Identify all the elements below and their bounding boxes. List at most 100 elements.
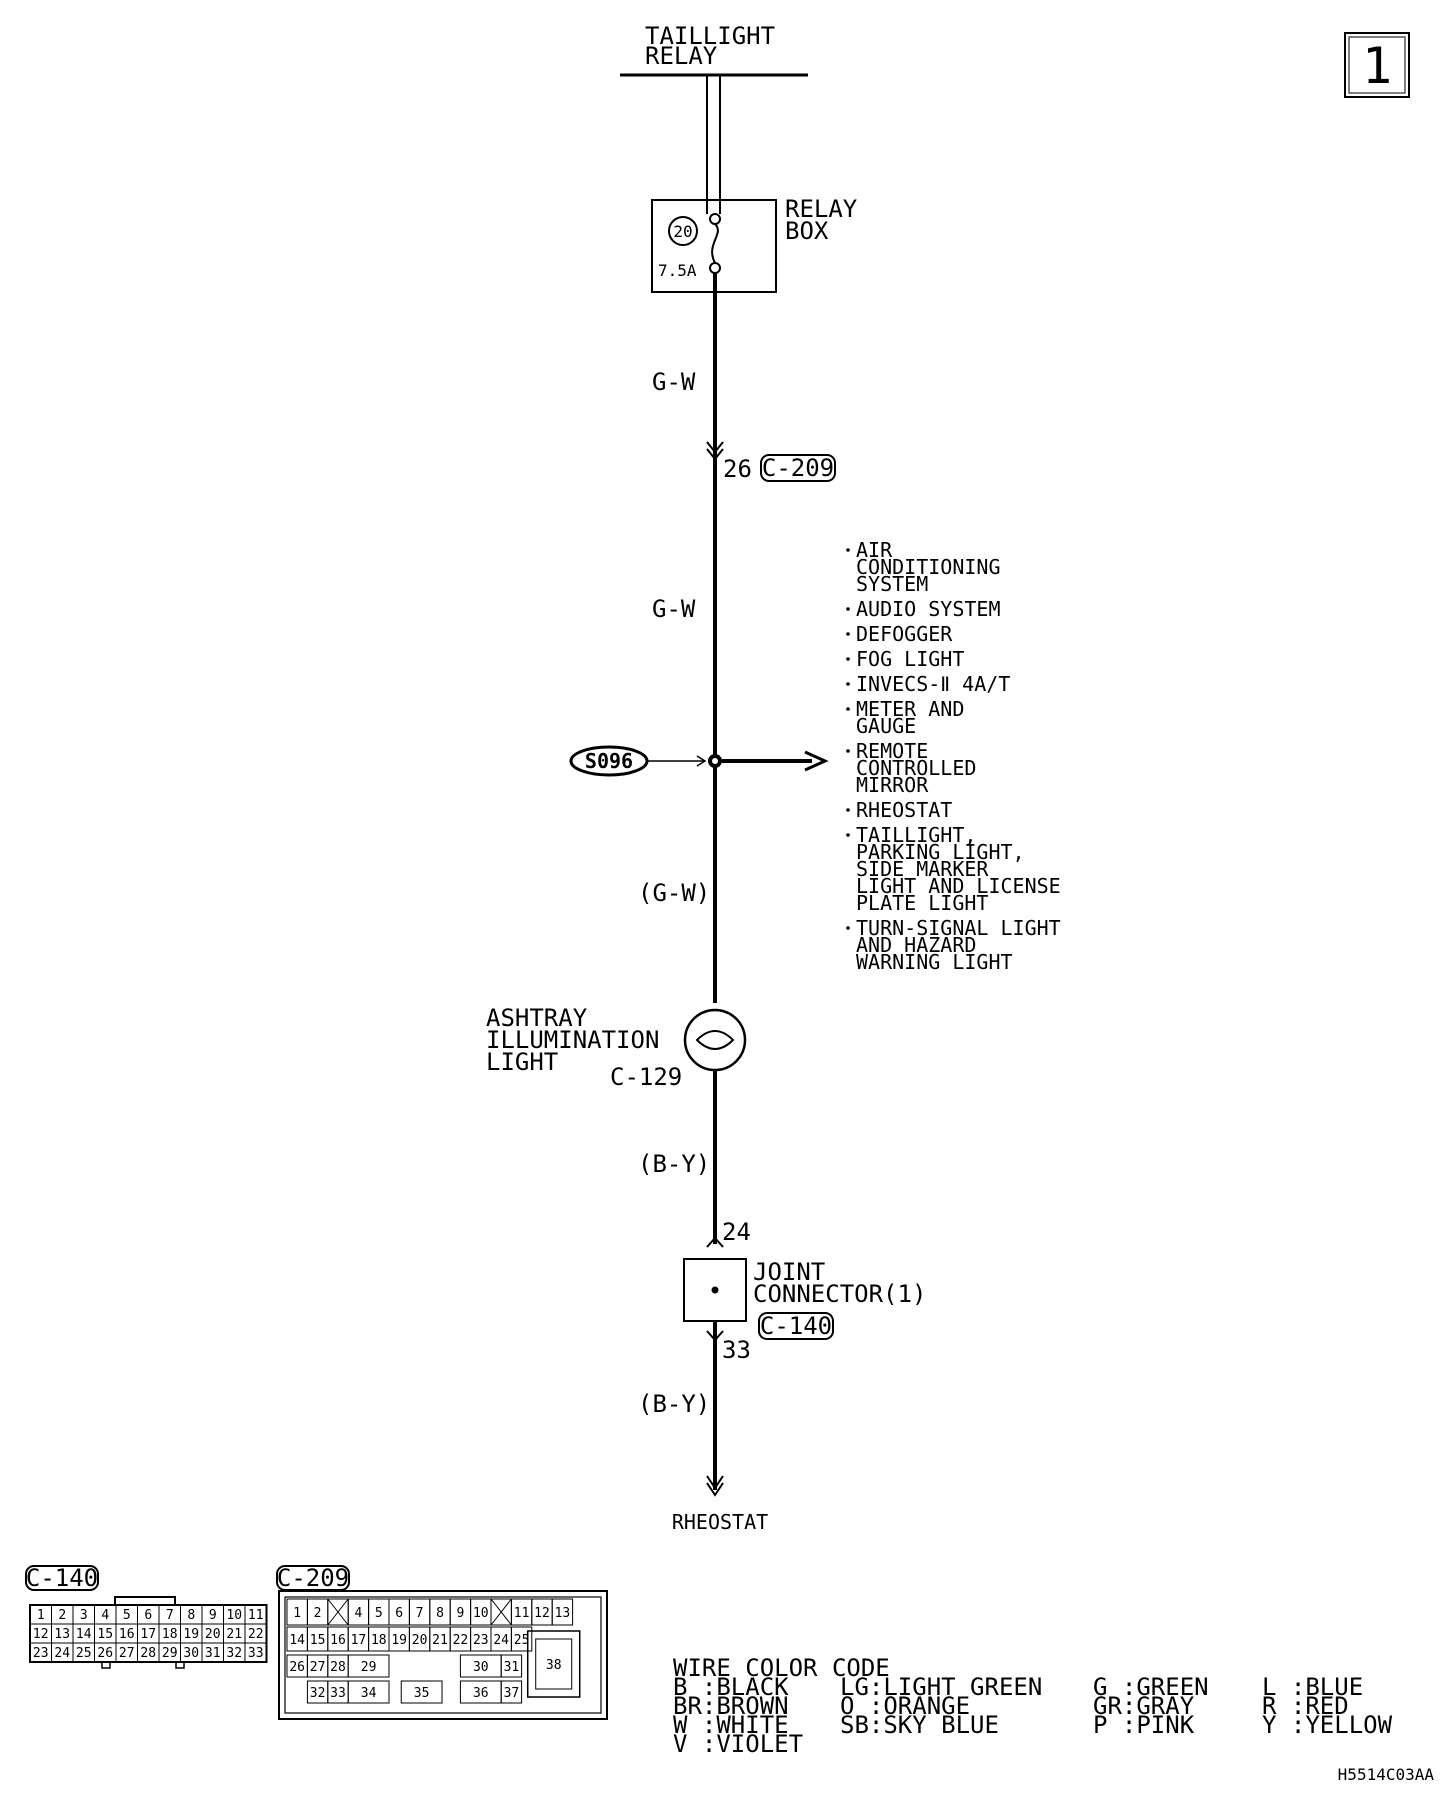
destination-item: PARKING LIGHT, — [856, 840, 1025, 864]
c140-in-pin: 24 — [722, 1218, 751, 1246]
fuse-number: 20 — [673, 222, 692, 241]
c140-pin-label: 17 — [140, 1627, 156, 1642]
c140-pin-label: 13 — [54, 1627, 70, 1642]
c209-pin-label: 18 — [371, 1633, 387, 1648]
c140-pin-label: 1 — [37, 1608, 45, 1623]
c209-label: C-209 — [762, 454, 834, 482]
destination-item: AUDIO SYSTEM — [856, 597, 1001, 621]
splice-point-ring — [712, 758, 718, 764]
c209-pin-label: 24 — [493, 1633, 509, 1648]
ashtray-label-line1: ASHTRAY — [486, 1004, 588, 1032]
c209-pin-cell — [551, 1598, 574, 1626]
c140-pin-label: 19 — [183, 1627, 199, 1642]
c209-pin-label: 25 — [514, 1633, 530, 1648]
figure-code: H5514C03AA — [1338, 1765, 1435, 1784]
fuse-number-circle — [668, 216, 698, 246]
legend-entry: W :WHITE — [673, 1711, 789, 1739]
destination-item: FOG LIGHT — [856, 647, 964, 671]
fuse-terminal-top — [709, 213, 721, 225]
c140-pin-label: 20 — [205, 1627, 221, 1642]
destination-bullet — [846, 926, 850, 930]
destination-bullet — [846, 632, 850, 636]
c140-pin-label: 30 — [183, 1646, 199, 1661]
c209-pin-label: 8 — [436, 1606, 444, 1621]
c209-connector-mark-1 — [706, 441, 724, 454]
legend-entry: P :PINK — [1093, 1711, 1195, 1739]
c209-pin-label: 37 — [504, 1686, 520, 1701]
destination-item: GAUGE — [856, 714, 916, 738]
relay-box-label-line1: RELAY — [785, 195, 858, 223]
c209-pin-cell — [535, 1638, 573, 1690]
c209-pin-label: 10 — [473, 1606, 489, 1621]
c209-pin-blank-mark — [327, 1598, 349, 1626]
destination-item: MIRROR — [856, 773, 929, 797]
destination-item: DEFOGGER — [856, 622, 953, 646]
c140-pin-label: 27 — [119, 1646, 135, 1661]
c140-pin-label: 18 — [162, 1627, 178, 1642]
c209-pin-label: 35 — [414, 1686, 430, 1701]
c140-pin-label: 5 — [123, 1608, 131, 1623]
destination-item: AIR — [856, 538, 893, 562]
c140-pin-label: 7 — [166, 1608, 174, 1623]
legend-entry: Y :YELLOW — [1262, 1711, 1393, 1739]
c140-pin-label: 3 — [80, 1608, 88, 1623]
c209-pin-label: 17 — [351, 1633, 367, 1648]
c209-pin-label: 29 — [361, 1660, 377, 1675]
c209-face-inner-outline — [284, 1596, 602, 1714]
c140-pin-label: 26 — [97, 1646, 113, 1661]
c209-pin-label: 31 — [504, 1660, 520, 1675]
destination-bullet — [846, 749, 850, 753]
c140-pin-label: 25 — [76, 1646, 92, 1661]
c209-pin-label: 4 — [354, 1606, 362, 1621]
c140-pin-label: 24 — [54, 1646, 70, 1661]
c209-pin-label: 20 — [412, 1633, 428, 1648]
c140-pin-label: 9 — [209, 1608, 217, 1623]
c140-pin-label: 8 — [187, 1608, 195, 1623]
destination-item: SIDE MARKER — [856, 857, 989, 881]
ashtray-label-line2: ILLUMINATION — [486, 1026, 659, 1054]
c140-out-pin: 33 — [722, 1336, 751, 1364]
c209-pin-label: 28 — [330, 1660, 346, 1675]
c140-pin-label: 32 — [226, 1646, 242, 1661]
joint-connector-dot — [711, 1286, 719, 1294]
ashtray-light-bulb — [683, 1008, 747, 1072]
wire-label-gw-2: G-W — [652, 595, 696, 623]
legend-entry: V :VIOLET — [673, 1730, 803, 1758]
c140-pin-label: 12 — [33, 1627, 49, 1642]
destination-bullet — [846, 707, 850, 711]
c209-pin-label: 11 — [514, 1606, 530, 1621]
c209-pin-label: 15 — [310, 1633, 326, 1648]
ashtray-label-line3: LIGHT — [486, 1048, 558, 1076]
destination-item: CONDITIONING — [856, 555, 1001, 579]
c209-pin-label: 16 — [330, 1633, 346, 1648]
joint-connector-label-line1: JOINT — [753, 1258, 825, 1286]
c140-pin-label: 11 — [248, 1608, 264, 1623]
c209-pin-label: 30 — [473, 1660, 489, 1675]
destination-item: LIGHT AND LICENSE — [856, 874, 1061, 898]
c209-pin-label: 21 — [432, 1633, 448, 1648]
c209-pin-label: 26 — [289, 1660, 305, 1675]
source-label-line2: RELAY — [645, 42, 718, 70]
destination-item: WARNING LIGHT — [856, 950, 1013, 974]
c209-pin-label: 32 — [310, 1686, 326, 1701]
c209-pin-label: 34 — [361, 1686, 377, 1701]
fuse-element — [711, 223, 719, 264]
wire-label-by-2: (B-Y) — [638, 1390, 710, 1418]
page-number-box-inner — [1348, 36, 1406, 94]
c140-pin-label: 4 — [101, 1608, 109, 1623]
c140-label: C-140 — [760, 1312, 832, 1340]
destination-item: SYSTEM — [856, 572, 928, 596]
c209-pin-label: 23 — [473, 1633, 489, 1648]
legend-entry: O :ORANGE — [840, 1692, 970, 1720]
fuse-rating: 7.5A — [658, 261, 697, 280]
wire-label-by-1: (B-Y) — [638, 1150, 710, 1178]
c209-pin-cell — [347, 1680, 390, 1704]
c209-pin-label: 22 — [453, 1633, 469, 1648]
c209-pin-label: 13 — [555, 1606, 571, 1621]
c140-pin-label: 15 — [97, 1627, 113, 1642]
c140-pin-label: 29 — [162, 1646, 178, 1661]
rheostat-arrow-2 — [706, 1482, 724, 1497]
ashtray-light-filament — [695, 1030, 735, 1050]
destination-item: CONTROLLED — [856, 756, 976, 780]
